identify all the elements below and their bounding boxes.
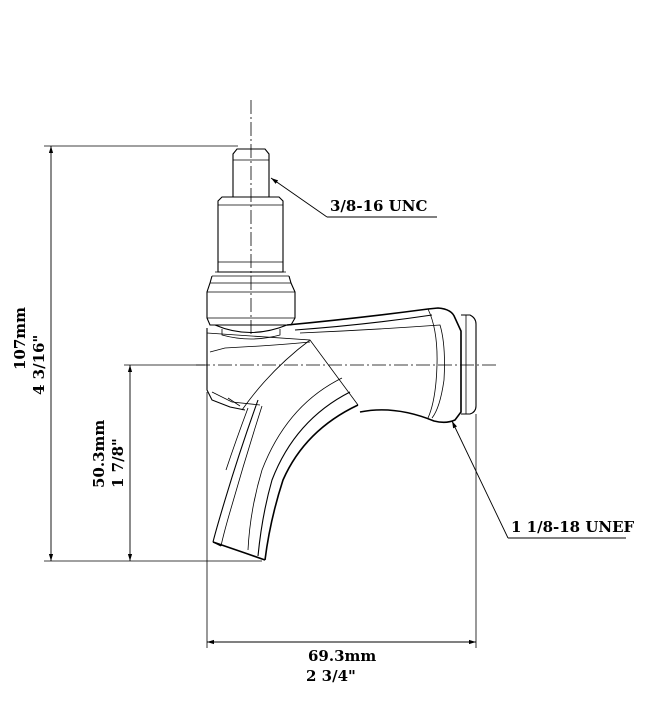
spout-height-dimension	[124, 364, 205, 561]
length-mm: 69.3mm	[308, 647, 376, 665]
faucet-body	[206, 307, 477, 561]
stem-thread-label: 3/8-16 UNC	[330, 197, 427, 215]
coupling	[206, 196, 296, 340]
shank-thread-label: 1 1/8-18 UNEF	[511, 518, 635, 536]
length-in: 2 3/4"	[306, 667, 356, 685]
overall-height-mm: 107mm	[11, 307, 29, 370]
thread-callout-stem	[270, 177, 437, 218]
overall-height-dimension	[44, 145, 262, 562]
spout-height-in: 1 7/8"	[109, 438, 127, 488]
length-dimension	[206, 392, 477, 648]
overall-height-in: 4 3/16"	[30, 335, 48, 395]
thread-callout-shank	[451, 420, 626, 539]
spout-height-mm: 50.3mm	[90, 420, 108, 488]
